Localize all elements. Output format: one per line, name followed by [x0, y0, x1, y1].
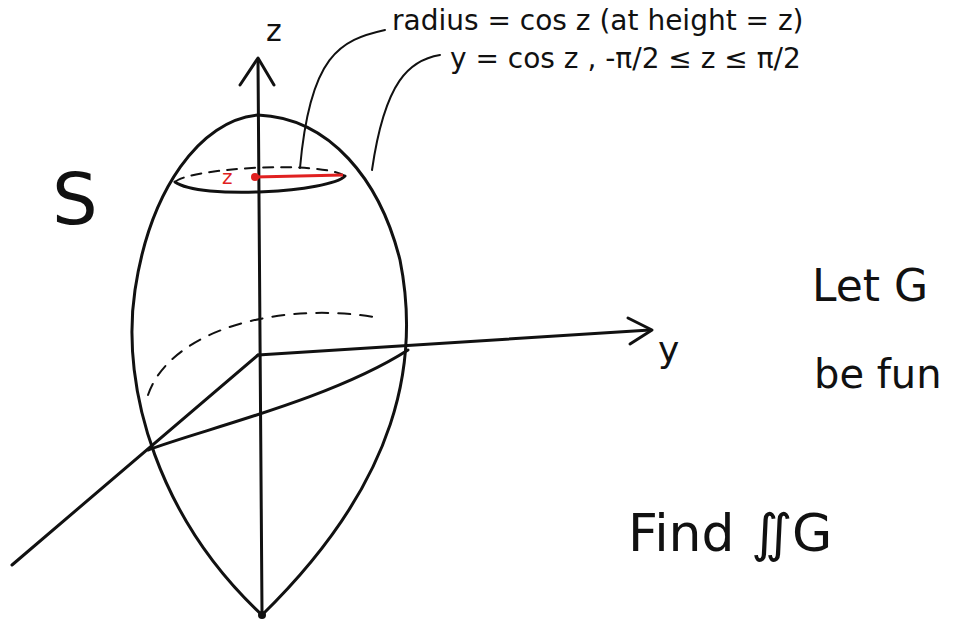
label-text: y — [658, 330, 679, 370]
x-axis — [12, 355, 258, 565]
cap-front — [175, 176, 345, 192]
leader-line — [300, 30, 385, 168]
z-axis — [258, 60, 262, 612]
y-arrowhead — [628, 318, 652, 344]
bottom-point — [258, 611, 266, 619]
label-text: y = cos z , -π/2 ≤ z ≤ π/2 — [450, 44, 801, 75]
center-dot — [251, 173, 259, 181]
y-axis — [258, 330, 650, 355]
leader-line — [372, 55, 440, 170]
middle-back — [148, 313, 380, 395]
label-text: be fun — [814, 352, 942, 396]
label-text: radius = cos z (at height = z) — [392, 6, 804, 37]
label-text: z — [266, 14, 282, 47]
radius-line — [255, 175, 343, 177]
middle-front — [148, 350, 408, 450]
z-arrowhead — [240, 58, 274, 85]
label-text: z — [222, 166, 233, 188]
cap-back — [175, 167, 345, 182]
label-text: Find ∬G — [628, 505, 832, 562]
label-text: S — [52, 160, 98, 239]
label-text: Let G — [812, 262, 928, 310]
